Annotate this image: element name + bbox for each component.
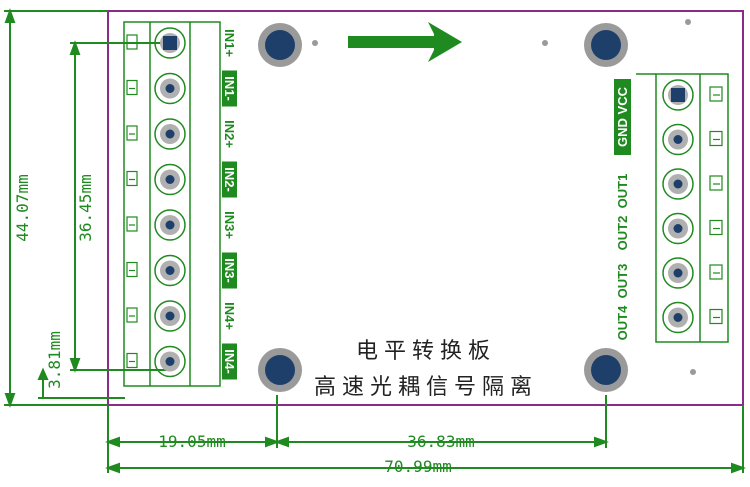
terminal-pin-icon (126, 300, 186, 332)
svg-text:IN3-: IN3- (222, 258, 237, 283)
svg-text:IN1-: IN1- (222, 76, 237, 101)
dimension-lines (4, 8, 746, 474)
terminal-pin-icon (662, 79, 723, 111)
dim-width-total: 70.99mm (384, 457, 451, 476)
svg-text:IN4-: IN4- (222, 349, 237, 374)
right-pin-label: OUT1 (615, 174, 630, 209)
terminal-pin-icon (126, 72, 186, 105)
dim-left-offset: 19.05mm (158, 432, 225, 451)
terminal-pin-icon (126, 209, 186, 241)
right-pin-label: OUT4 (615, 305, 630, 340)
terminal-pin-icon (126, 345, 186, 378)
left-pin-label: IN2+ (222, 120, 237, 148)
title-line1: 电平转换板 (356, 339, 496, 364)
svg-text:IN1+: IN1+ (222, 29, 237, 57)
terminal-pin-icon (126, 163, 186, 196)
right-pin-label: OUT2 (615, 216, 630, 251)
left-terminal-block (123, 21, 221, 387)
terminal-pin-icon (662, 123, 723, 156)
terminal-pin-icon (662, 212, 723, 245)
left-pin-label: IN1+ (222, 29, 237, 57)
svg-text:GND VCC: GND VCC (615, 86, 630, 147)
terminal-pin-icon (126, 118, 186, 150)
left-pin-labels: IN1+ IN1- IN2+ IN2- IN3+ IN3- IN4+ IN4- (222, 29, 237, 380)
mounting-hole-icon (584, 348, 628, 392)
svg-text:IN4+: IN4+ (222, 302, 237, 330)
vias (312, 19, 696, 375)
svg-text:IN2+: IN2+ (222, 120, 237, 148)
left-pin-label: IN3- (222, 252, 237, 289)
left-pin-label: IN3+ (222, 211, 237, 239)
arrow-right-icon (348, 22, 462, 62)
svg-text:IN2-: IN2- (222, 167, 237, 192)
right-terminal-block (636, 73, 729, 343)
left-pin-label: IN4- (222, 343, 237, 380)
right-pin-label: OUT3 (615, 264, 630, 299)
right-pins (662, 79, 723, 334)
left-pin-label: IN1- (222, 70, 237, 107)
mounting-hole-icon (584, 23, 628, 67)
left-pin-label: IN4+ (222, 302, 237, 330)
dim-height-inner: 36.45mm (76, 174, 95, 241)
dim-pitch: 3.81mm (45, 331, 64, 389)
svg-text:OUT3: OUT3 (615, 264, 630, 299)
left-pin-label: IN2- (222, 161, 237, 198)
mounting-hole-icon (258, 348, 302, 392)
terminal-pin-icon (126, 27, 186, 59)
terminal-pin-icon (662, 301, 723, 334)
left-pins (126, 27, 186, 378)
dim-hole-span: 36.83mm (407, 432, 474, 451)
svg-text:OUT4: OUT4 (615, 305, 630, 340)
terminal-pin-icon (662, 168, 723, 200)
title-line2: 高速光耦信号隔离 (314, 375, 538, 400)
terminal-pin-icon (126, 254, 186, 287)
terminal-pin-icon (662, 257, 723, 289)
board-outline (107, 10, 744, 406)
svg-text:OUT2: OUT2 (615, 216, 630, 251)
svg-text:OUT1: OUT1 (615, 174, 630, 209)
mounting-holes (258, 23, 628, 392)
mounting-hole-icon (258, 23, 302, 67)
right-pin-label: GND VCC (614, 79, 631, 155)
dim-height-total: 44.07mm (13, 174, 32, 241)
svg-text:IN3+: IN3+ (222, 211, 237, 239)
